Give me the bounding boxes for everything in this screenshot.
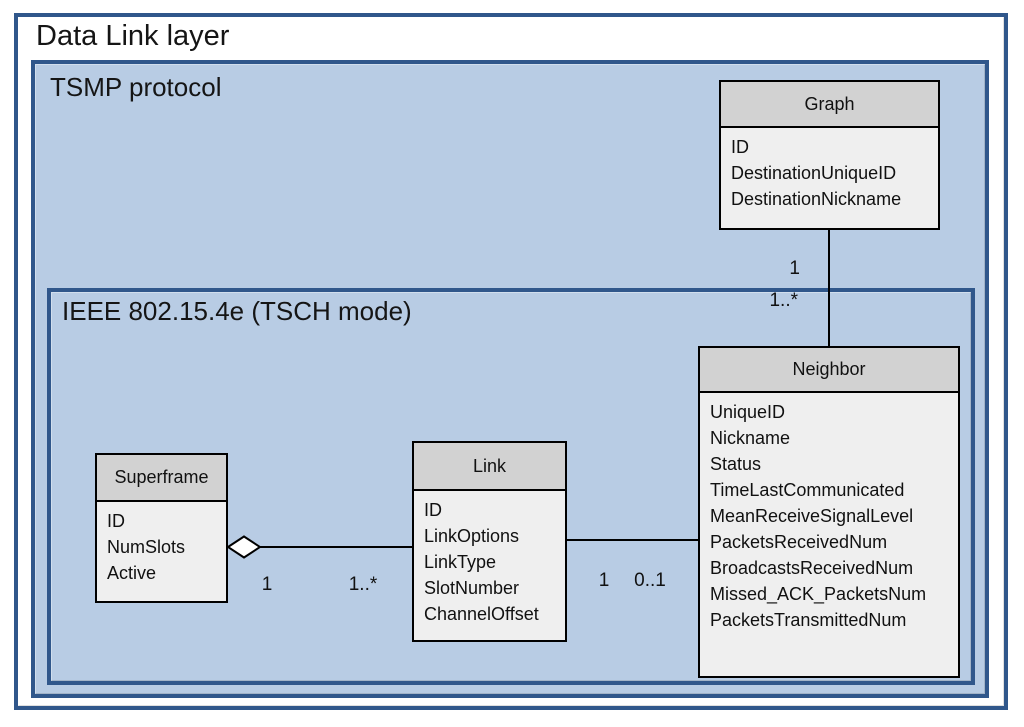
class-superframe-title: Superframe <box>97 455 226 502</box>
class-neighbor-attributes: UniqueID Nickname Status TimeLastCommuni… <box>700 393 958 633</box>
attribute: BroadcastsReceivedNum <box>710 558 914 578</box>
attribute: TimeLastCommunicated <box>710 480 905 500</box>
connector-graph-neighbor <box>828 230 830 346</box>
multiplicity-link-end: 1..* <box>348 574 378 595</box>
data-link-layer-title: Data Link layer <box>36 20 230 52</box>
attribute: Missed_ACK_PacketsNum <box>710 584 927 604</box>
ieee-tsch-title: IEEE 802.15.4e (TSCH mode) <box>62 296 412 326</box>
connector-link-neighbor <box>567 539 698 541</box>
attribute: DestinationNickname <box>731 189 902 209</box>
attribute: PacketsReceivedNum <box>710 532 888 552</box>
class-link-attributes: ID LinkOptions LinkType SlotNumber Chann… <box>414 491 565 627</box>
attribute: Active <box>107 563 157 583</box>
connector-superframe-link <box>258 546 412 548</box>
attribute: Nickname <box>710 428 791 448</box>
class-box-link: Link ID LinkOptions LinkType SlotNumber … <box>412 441 567 642</box>
attribute: UniqueID <box>710 402 786 422</box>
attribute: ID <box>731 137 749 157</box>
attribute: LinkType <box>424 552 497 572</box>
multiplicity-link-end2: 1 <box>598 570 610 591</box>
attribute: ID <box>424 500 442 520</box>
class-graph-attributes: ID DestinationUniqueID DestinationNickna… <box>721 128 938 212</box>
multiplicity-neighbor-end: 1..* <box>769 290 798 311</box>
multiplicity-superframe-end: 1 <box>261 574 273 595</box>
attribute: MeanReceiveSignalLevel <box>710 506 914 526</box>
attribute: ID <box>107 511 125 531</box>
class-superframe-attributes: ID NumSlots Active <box>97 502 226 586</box>
attribute: DestinationUniqueID <box>731 163 897 183</box>
multiplicity-neighbor-end2: 0..1 <box>634 570 666 591</box>
class-graph-title: Graph <box>721 82 938 128</box>
attribute: Status <box>710 454 762 474</box>
class-box-graph: Graph ID DestinationUniqueID Destination… <box>719 80 940 230</box>
tsmp-protocol-title: TSMP protocol <box>50 72 222 102</box>
multiplicity-graph-end: 1 <box>789 258 800 279</box>
attribute: PacketsTransmittedNum <box>710 610 907 630</box>
aggregation-diamond-icon <box>226 535 262 559</box>
attribute: LinkOptions <box>424 526 520 546</box>
attribute: SlotNumber <box>424 578 520 598</box>
attribute: ChannelOffset <box>424 604 539 624</box>
class-box-neighbor: Neighbor UniqueID Nickname Status TimeLa… <box>698 346 960 678</box>
attribute: NumSlots <box>107 537 186 557</box>
class-neighbor-title: Neighbor <box>700 348 958 393</box>
class-box-superframe: Superframe ID NumSlots Active <box>95 453 228 603</box>
class-link-title: Link <box>414 443 565 491</box>
